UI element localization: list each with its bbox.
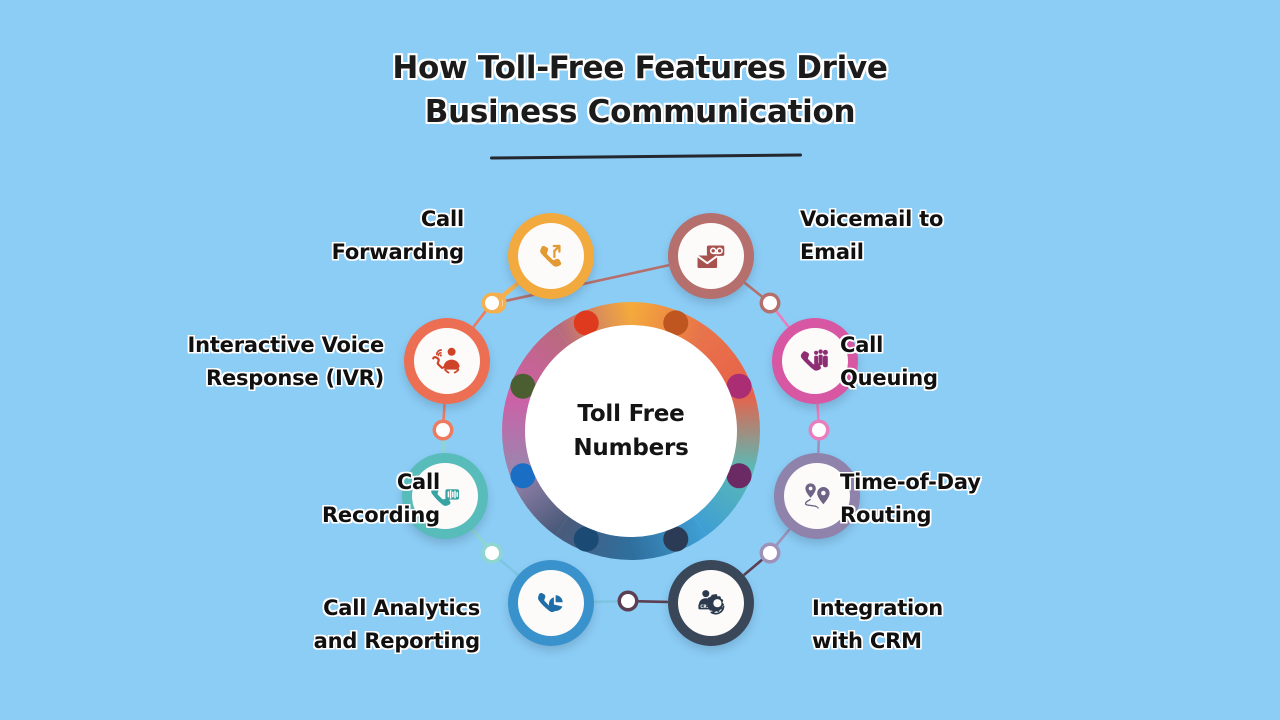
connector-dot-integration-with-crm-ring [617, 590, 639, 612]
label-line-2: Forwarding [331, 240, 465, 264]
connector-line [499, 282, 518, 298]
label-line-2: Recording [321, 503, 440, 527]
feature-node-time-of-day-routing[interactable] [774, 453, 860, 539]
feature-label-voicemail-to-email: Voicemail to Email [800, 203, 1100, 269]
connector-line [471, 528, 487, 546]
phone-piechart-icon [518, 570, 584, 636]
title-line-1: How Toll-Free Features Drive [392, 50, 888, 86]
connector-line [775, 528, 791, 546]
connector-dot-voicemail-to-email [763, 296, 777, 310]
map-route-pins-icon [784, 463, 850, 529]
connector-dot-integration-with-crm [621, 594, 635, 608]
label-line-2: Queuing [840, 366, 938, 390]
label-line-1: Interactive Voice [187, 333, 384, 357]
ring-segment [502, 391, 532, 471]
label-line-1: Integration [812, 596, 944, 620]
ivr-agent-signal-icon [414, 328, 480, 394]
ring-marker-dot [510, 373, 536, 399]
label-line-2: Routing [840, 503, 932, 527]
svg-text:CRM: CRM [700, 604, 711, 610]
ring-marker-dot [726, 463, 752, 489]
page-title: How Toll-Free Features Drive Business Co… [0, 46, 1280, 134]
connector-line [503, 283, 519, 298]
label-line-2: Email [800, 240, 864, 264]
phone-forward-icon [518, 223, 584, 289]
hub-line-1: Toll Free [577, 401, 685, 427]
feature-node-call-forwarding[interactable] [508, 213, 594, 299]
feature-node-voicemail-to-email[interactable] [668, 213, 754, 299]
connector-line [442, 403, 446, 421]
label-line-1: Call Analytics [323, 596, 480, 620]
crm-gear-user-icon: CRM [678, 570, 744, 636]
label-line-1: Call [420, 207, 464, 231]
title-line-2: Business Communication [424, 94, 856, 130]
connector-line [637, 599, 669, 604]
connector-line [744, 282, 763, 298]
connector-dot-call-recording-ring [432, 419, 454, 441]
ring-marker-dot [663, 526, 689, 552]
ring-marker-dot [663, 310, 689, 336]
label-line-1: Call [840, 333, 884, 357]
hub-core-label: Toll Free Numbers [525, 325, 737, 537]
label-line-2: and Reporting [313, 629, 481, 653]
feature-label-integration-with-crm: Integration with CRM [812, 592, 1112, 658]
connector-line [472, 310, 487, 328]
feature-node-integration-with-crm[interactable]: CRM [668, 560, 754, 646]
label-line-1: Time-of-Day [840, 470, 981, 494]
ring-marker-dot [726, 373, 752, 399]
phone-waveform-icon [412, 463, 478, 529]
feature-label-call-analytics-and-reporting: Call Analytics and Reporting [180, 592, 481, 658]
label-line-1: Voicemail to [800, 207, 944, 231]
feature-node-interactive-voice-response[interactable] [404, 318, 490, 404]
title-underline-rule [489, 153, 803, 160]
connector-dot-call-queuing [812, 423, 826, 437]
connector-line [775, 310, 790, 328]
hub-line-2: Numbers [573, 435, 689, 461]
ring-segment [730, 391, 760, 471]
ring-marker-dot [510, 463, 536, 489]
connector-dot-time-of-day-routing [763, 546, 777, 560]
phone-queue-icon [782, 328, 848, 394]
connector-dot-call-recording [436, 423, 450, 437]
center-hub: Toll Free Numbers [497, 297, 765, 565]
ring-marker-dot [573, 310, 599, 336]
feature-node-call-analytics-and-reporting[interactable] [508, 560, 594, 646]
connector-line [593, 599, 619, 604]
label-line-2: Response (IVR) [205, 366, 384, 390]
label-line-1: Call [396, 470, 440, 494]
voicemail-envelope-icon [678, 223, 744, 289]
label-line-2: with CRM [812, 629, 922, 653]
connector-dot-call-queuing-ring [808, 419, 830, 441]
connector-line [816, 403, 820, 421]
ring-marker-dot [573, 526, 599, 552]
feature-node-call-queuing[interactable] [772, 318, 858, 404]
feature-node-call-recording[interactable] [402, 453, 488, 539]
gradient-ring [497, 297, 765, 565]
